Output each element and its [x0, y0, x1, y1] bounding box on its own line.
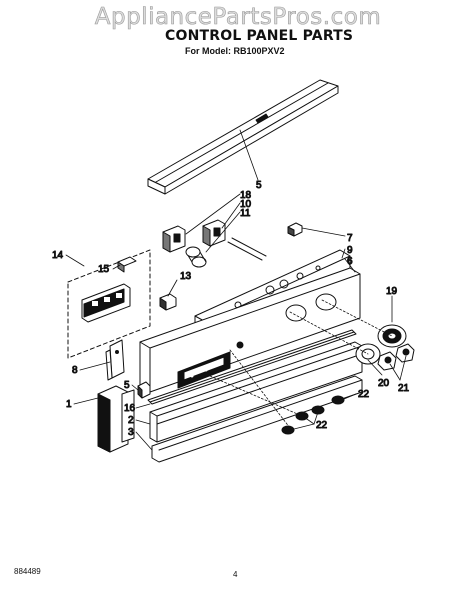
part-20-knobs [377, 343, 415, 371]
callout-2: 2 [128, 415, 134, 426]
part-18-dial [377, 324, 407, 348]
callout-labels: 5 18 10 11 7 9 6 14 15 13 19 8 5 1 16 2 … [52, 180, 411, 439]
part-8-bracket [105, 339, 125, 381]
watermark: AppliancePartsPros.com [94, 4, 382, 31]
part-14-module-box [67, 249, 151, 359]
part-10-switch-bracket [202, 219, 226, 247]
callout-3: 3 [128, 427, 134, 438]
document-number: 884489 [14, 567, 41, 576]
callout-13: 13 [180, 271, 192, 282]
part-7-clip [287, 222, 303, 237]
part-16-trim-strip [147, 329, 357, 405]
part-21-nut [331, 395, 345, 405]
leader-lines [65, 129, 407, 451]
part-3-bracket [151, 375, 363, 463]
part-4-top-trim [147, 79, 339, 195]
callout-6: 6 [347, 256, 353, 267]
callout-4: 5 [256, 180, 262, 191]
callout-19: 20 [378, 378, 390, 389]
callout-11: 11 [240, 208, 251, 219]
page-title: CONTROL PANEL PARTS [165, 28, 354, 44]
callout-16: 16 [124, 403, 136, 414]
callout-21: 22 [358, 389, 370, 400]
callout-22: 22 [316, 420, 328, 431]
part-12-switch-bracket [162, 225, 186, 253]
part-1-side-bracket [97, 385, 135, 453]
part-13-clip [159, 293, 177, 311]
callout-9: 9 [347, 245, 353, 256]
callout-8: 8 [72, 365, 78, 376]
callout-5: 5 [124, 380, 130, 391]
callout-12: 18 [240, 190, 252, 201]
callout-20: 21 [398, 383, 410, 394]
model-subtitle: For Model: RB100PXV2 [185, 46, 285, 56]
part-2-bracket [149, 341, 363, 443]
callout-15: 15 [98, 264, 110, 275]
callout-7: 7 [347, 233, 353, 244]
callout-14: 14 [52, 250, 64, 261]
page-number: 4 [233, 570, 238, 579]
callout-18: 19 [386, 286, 398, 297]
part-15-component [117, 256, 137, 273]
part-5-clip [137, 381, 151, 399]
callout-1: 1 [66, 399, 72, 410]
callout-10: 10 [240, 199, 252, 210]
part-11-roller [185, 237, 267, 268]
